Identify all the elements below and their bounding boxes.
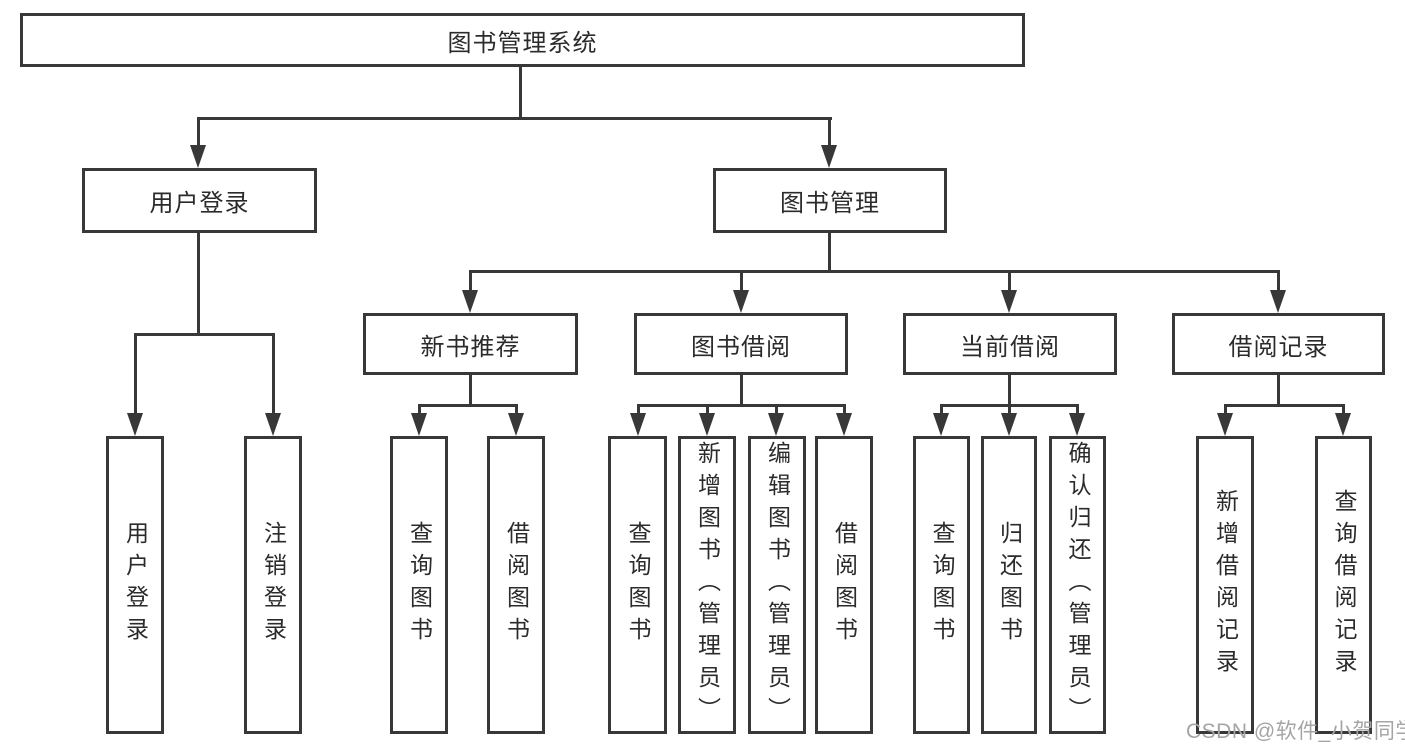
connector-stub <box>940 404 943 416</box>
connector-stub <box>1224 404 1227 416</box>
leaf-nbr-query-books: 查询图书 <box>390 436 448 734</box>
leaf-br-add-record: 新增借阅记录 <box>1196 436 1254 734</box>
leaf-user-login-label: 用户登录 <box>122 521 149 649</box>
arrow-down-icon <box>1217 413 1233 436</box>
leaf-nbr-borrow-books-label: 借阅图书 <box>503 521 530 649</box>
connector-root-split <box>197 117 832 120</box>
node-new-book-recommend-label: 新书推荐 <box>420 333 521 361</box>
arrow-down-icon <box>768 413 784 436</box>
leaf-bb-borrow-books: 借阅图书 <box>815 436 873 734</box>
connector-bb-drop <box>740 375 743 406</box>
leaf-br-query-record-label: 查询借阅记录 <box>1331 489 1357 681</box>
connector-stub <box>775 404 778 416</box>
connector-stub <box>515 404 518 416</box>
connector-stub-leaf-login <box>134 333 137 415</box>
arrow-down-icon <box>1069 413 1085 436</box>
leaf-br-add-record-label: 新增借阅记录 <box>1212 489 1239 681</box>
node-user-login: 用户登录 <box>82 168 317 233</box>
leaf-cb-confirm-return-label: 确认归还（管理员） <box>1065 441 1091 729</box>
leaf-cb-return-books: 归还图书 <box>981 436 1037 734</box>
leaf-cb-confirm-return: 确认归还（管理员） <box>1049 436 1106 734</box>
node-user-login-label: 用户登录 <box>149 190 250 217</box>
leaf-br-query-record: 查询借阅记录 <box>1315 436 1372 734</box>
connector-stub <box>418 404 421 416</box>
leaf-bb-query-books-label: 查询图书 <box>625 521 651 649</box>
connector-stub <box>843 404 846 416</box>
connector-root-drop <box>519 65 522 118</box>
arrow-down-icon <box>1335 413 1351 436</box>
connector-cb-drop <box>1008 375 1011 406</box>
connector-stub-leaf-logout <box>272 333 275 415</box>
leaf-nbr-borrow-books: 借阅图书 <box>487 436 545 734</box>
node-borrow-record-label: 借阅记录 <box>1228 333 1329 361</box>
arrow-down-icon <box>127 413 143 436</box>
connector-bb-split <box>637 404 845 407</box>
arrow-down-icon <box>733 290 749 313</box>
arrow-down-icon <box>630 413 646 436</box>
leaf-cb-query-books-label: 查询图书 <box>929 521 955 649</box>
node-root: 图书管理系统 <box>20 13 1025 67</box>
connector-nbr-drop <box>469 375 472 406</box>
connector-stub-nbr <box>469 270 472 292</box>
connector-ul-drop <box>197 233 200 335</box>
arrow-down-icon <box>411 413 427 436</box>
connector-stub-bb <box>740 270 743 292</box>
arrow-down-icon <box>836 413 852 436</box>
connector-br-split <box>1224 404 1345 407</box>
arrow-down-icon <box>1001 413 1017 436</box>
connector-stub-cb <box>1008 270 1011 292</box>
csdn-watermark: CSDN @软件_小贺同学 <box>1186 720 1405 743</box>
connector-stub <box>1008 404 1011 416</box>
arrow-down-icon <box>933 413 949 436</box>
leaf-logout-label: 注销登录 <box>260 521 287 649</box>
connector-stub <box>706 404 709 416</box>
node-new-book-recommend: 新书推荐 <box>363 313 578 375</box>
connector-nbr-split <box>418 404 518 407</box>
arrow-down-icon <box>508 413 524 436</box>
leaf-cb-query-books: 查询图书 <box>913 436 970 734</box>
arrow-down-icon <box>190 145 206 168</box>
node-book-management-label: 图书管理 <box>780 190 880 217</box>
node-book-borrow: 图书借阅 <box>634 313 848 375</box>
connector-stub <box>637 404 640 416</box>
node-current-borrow-label: 当前借阅 <box>960 333 1060 361</box>
leaf-user-login: 用户登录 <box>106 436 164 734</box>
connector-stub-user-login <box>197 117 200 147</box>
connector-bm-drop <box>828 233 831 272</box>
arrow-down-icon <box>821 145 837 168</box>
leaf-logout: 注销登录 <box>244 436 302 734</box>
arrow-down-icon <box>1001 290 1017 313</box>
connector-br-drop <box>1277 375 1280 406</box>
node-book-borrow-label: 图书借阅 <box>691 333 791 361</box>
arrow-down-icon <box>265 413 281 436</box>
connector-bm-split <box>469 270 1280 273</box>
connector-ul-split <box>134 333 275 336</box>
arrow-down-icon <box>1270 290 1286 313</box>
arrow-down-icon <box>699 413 715 436</box>
connector-stub <box>1342 404 1345 416</box>
node-root-label: 图书管理系统 <box>447 29 598 57</box>
leaf-bb-add-books: 新增图书（管理员） <box>678 436 736 734</box>
node-book-management: 图书管理 <box>713 168 947 233</box>
leaf-bb-edit-books-label: 编辑图书（管理员） <box>764 441 791 729</box>
leaf-cb-return-books-label: 归还图书 <box>996 521 1023 649</box>
leaf-nbr-query-books-label: 查询图书 <box>406 521 433 649</box>
leaf-bb-borrow-books-label: 借阅图书 <box>831 521 858 649</box>
node-current-borrow: 当前借阅 <box>903 313 1117 375</box>
connector-stub <box>1076 404 1079 416</box>
leaf-bb-edit-books: 编辑图书（管理员） <box>748 436 806 734</box>
node-borrow-record: 借阅记录 <box>1172 313 1385 375</box>
connector-stub-br <box>1277 270 1280 292</box>
connector-stub-book-management <box>828 117 831 147</box>
leaf-bb-query-books: 查询图书 <box>608 436 667 734</box>
arrow-down-icon <box>462 290 478 313</box>
leaf-bb-add-books-label: 新增图书（管理员） <box>694 441 721 729</box>
